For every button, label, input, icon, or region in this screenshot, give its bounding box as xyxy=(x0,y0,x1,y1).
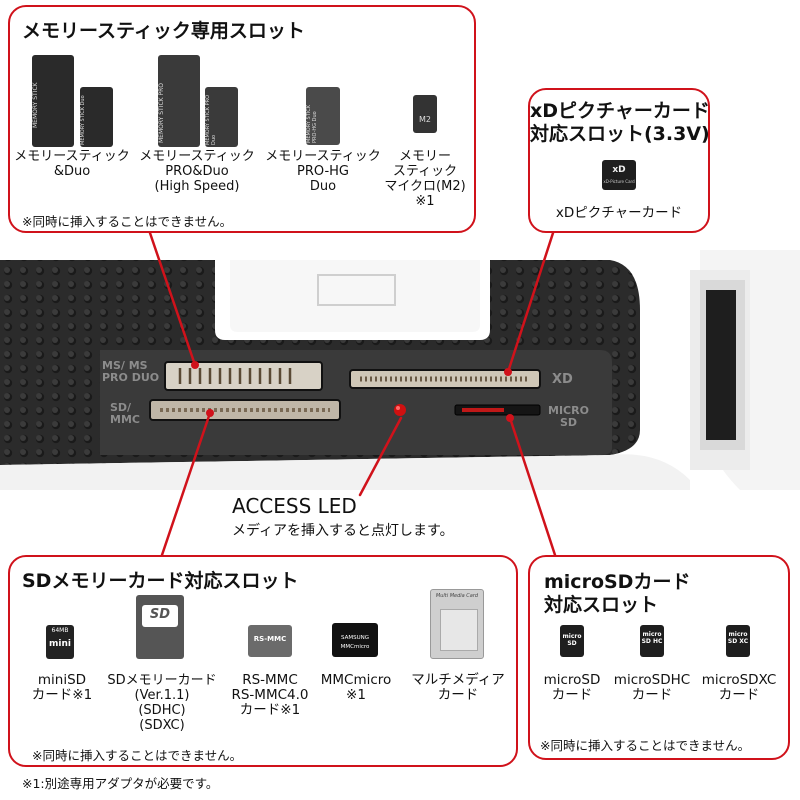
memory-stick-pro-duo-card-image xyxy=(205,87,238,147)
sd-slot-label: SD/ MMC xyxy=(110,401,140,426)
ms-slot xyxy=(164,361,323,391)
mmcmicro-label: MMCmicro ※1 xyxy=(320,672,392,703)
minisd-card-text: 64MB xyxy=(51,627,69,634)
microsd-slot-panel: microSDカード 対応スロット micro SD microSD カード m… xyxy=(528,555,790,760)
microsdxc-card-logo: micro SD XC xyxy=(727,631,749,645)
microsdxc-label: microSDXC カード xyxy=(701,672,777,703)
ms-slot-panel: メモリースティック専用スロット MEMORY STICK MEMORY STIC… xyxy=(8,5,476,233)
sd-card-logo: SD xyxy=(149,607,171,622)
microsd-slot-label: MICRO SD xyxy=(548,404,589,429)
sd-label: SDメモリーカード (Ver.1.1) (SDHC) (SDXC) xyxy=(107,673,217,733)
footnote: ※1:別途専用アダプタが必要です。 xyxy=(22,776,219,791)
card-reader-device: MS/ MS PRO DUO SD/ MMC XD MICRO SD xyxy=(0,250,800,490)
mmcmicro-card-text-bottom: MMCmicro xyxy=(340,644,370,650)
microsd-panel-title-line1: microSDカード xyxy=(544,571,691,593)
mmcmicro-card-image xyxy=(332,623,378,657)
memory-stick-label: メモリースティック &Duo xyxy=(14,149,130,179)
xd-slot-label: XD xyxy=(552,372,573,387)
minisd-card-image xyxy=(46,625,74,659)
sd-slot-panel: SDメモリーカード対応スロット 64MB mini miniSD カード※1 S… xyxy=(8,555,518,767)
microsdhc-card-image xyxy=(640,625,664,657)
xd-picture-card-image xyxy=(602,160,636,190)
microsd-panel-title-line2: 対応スロット xyxy=(544,594,659,616)
minisd-label: miniSD カード※1 xyxy=(31,672,93,703)
xd-slot-panel: xDピクチャーカード 対応スロット(3.3V) xD xD-Picture Ca… xyxy=(528,88,710,233)
memory-stick-duo-card-text: MEMORY STICK Duo xyxy=(80,95,86,145)
xd-card-logo: xD xyxy=(612,165,626,175)
ms-slot-label: MS/ MS PRO DUO xyxy=(102,359,160,384)
microsd-label: microSD カード xyxy=(543,672,601,703)
access-led-description: メディアを挿入すると点灯します。 xyxy=(232,523,454,539)
memory-stick-card-image xyxy=(32,55,74,147)
ms-panel-title: メモリースティック専用スロット xyxy=(22,20,305,42)
memory-stick-micro-card-text: M2 xyxy=(419,115,431,124)
microsdhc-card-logo: micro SD HC xyxy=(641,631,663,645)
memory-stick-micro-card-image xyxy=(413,95,437,133)
rs-mmc-card-text: RS-MMC xyxy=(253,635,287,643)
memory-stick-pro-card-text: MEMORY STICK PRO xyxy=(158,82,165,143)
microsd-panel-note: ※同時に挿入することはできません。 xyxy=(540,738,751,753)
memory-stick-duo-card-image xyxy=(80,87,113,147)
microsd-card-logo: micro SD xyxy=(562,633,582,647)
xd-card-label: xDピクチャーカード xyxy=(555,205,683,221)
sd-panel-title: SDメモリーカード対応スロット xyxy=(22,570,299,592)
memory-stick-pro-hg-card-image xyxy=(306,87,340,145)
memory-stick-card-text: MEMORY STICK xyxy=(32,82,39,128)
xd-panel-title-line2: 対応スロット(3.3V) xyxy=(530,123,710,145)
xd-panel-title-line1: xDピクチャーカード xyxy=(530,100,710,122)
rs-mmc-label: RS-MMC RS-MMC4.0 カード※1 xyxy=(231,672,309,718)
memory-stick-pro-hg-label: メモリースティック PRO-HG Duo xyxy=(265,149,381,194)
mmc-card-text: Multi Media Card xyxy=(435,593,479,599)
memory-stick-micro-label: メモリー スティック マイクロ(M2) ※1 xyxy=(384,149,466,209)
xd-card-text: xD-Picture Card xyxy=(603,179,635,184)
sd-panel-note: ※同時に挿入することはできません。 xyxy=(32,748,243,763)
access-led-title: ACCESS LED xyxy=(232,494,357,518)
card-reader-body xyxy=(0,250,800,490)
memory-stick-pro-label: メモリースティック PRO&Duo (High Speed) xyxy=(139,149,255,194)
minisd-card-logo: mini xyxy=(49,639,71,649)
mmcmicro-card-text-top: SAMSUNG xyxy=(341,635,369,641)
rs-mmc-card-image xyxy=(248,625,292,657)
microsdhc-label: microSDHC カード xyxy=(613,672,691,703)
memory-stick-pro-duo-card-text: MEMORY STICK PRO Duo xyxy=(205,94,217,145)
mmc-label: マルチメディア カード xyxy=(411,672,505,703)
microsdxc-card-image xyxy=(726,625,750,657)
microsd-card-image xyxy=(560,625,584,657)
memory-stick-pro-hg-card-text: MEMORY STICK PRO-HG Duo xyxy=(306,105,318,143)
ms-panel-note: ※同時に挿入することはできません。 xyxy=(22,214,233,229)
memory-stick-pro-card-image xyxy=(158,55,200,147)
